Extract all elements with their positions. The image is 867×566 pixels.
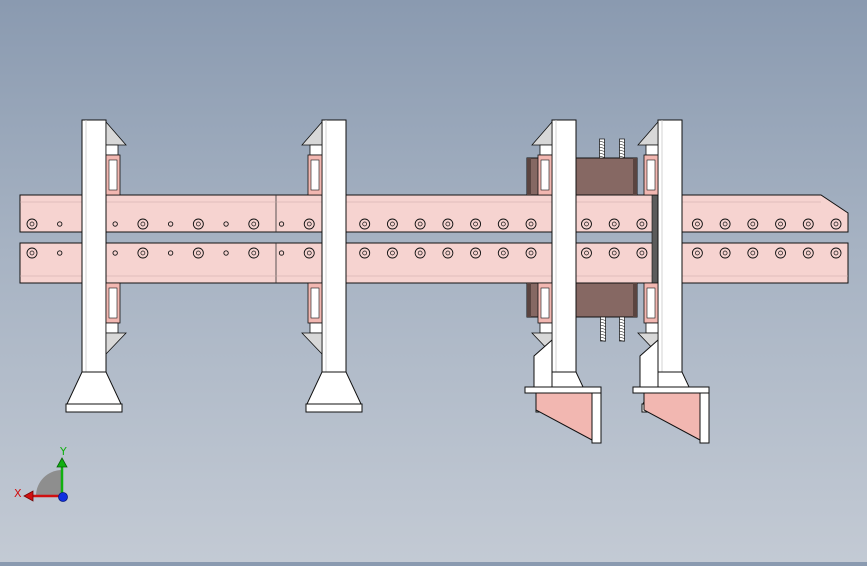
rail-hole — [691, 247, 703, 259]
column-shoulder — [533, 338, 553, 388]
rail-hole — [359, 247, 371, 259]
rail-hole — [608, 247, 620, 259]
rail-hole — [414, 247, 426, 259]
rail-hole — [192, 218, 204, 230]
rail-hole — [167, 250, 174, 256]
rail-hole — [167, 221, 174, 227]
rail-hole — [775, 247, 787, 259]
rail-hole — [248, 218, 260, 230]
rail-hole — [802, 218, 814, 230]
rail-hole — [26, 218, 38, 230]
rail-hole — [691, 218, 703, 230]
rail-hole — [830, 218, 842, 230]
rail-hole — [223, 250, 229, 256]
coordinate-triad-icon: Y X — [14, 445, 68, 502]
rail-hole — [747, 247, 759, 259]
rail-hole — [137, 247, 149, 259]
rail-hole — [636, 218, 648, 230]
rail-hole — [719, 247, 731, 259]
rail-hole — [525, 247, 537, 259]
rail-hole — [581, 218, 592, 230]
rail-hole — [747, 218, 759, 230]
rail-hole — [223, 221, 229, 227]
threaded-stud — [600, 316, 606, 342]
x-axis-label: X — [14, 487, 22, 500]
rail-hole — [581, 247, 592, 259]
rail-hole — [57, 221, 63, 227]
rail-hole — [278, 250, 285, 256]
rail-hole — [112, 250, 118, 256]
rail-hole — [802, 247, 814, 259]
rail-hole — [470, 247, 482, 259]
angled-foot-plate-1[interactable] — [524, 386, 602, 444]
support-columns — [65, 119, 699, 413]
rail-hole — [608, 218, 620, 230]
rail-hole — [525, 218, 537, 230]
y-axis-label: Y — [59, 445, 67, 458]
rail-hole — [470, 218, 482, 230]
rail-hole — [775, 218, 787, 230]
rail-hole — [830, 247, 842, 259]
rail-hole — [112, 221, 118, 227]
threaded-stud — [599, 138, 605, 159]
rail-hole — [442, 247, 454, 259]
angled-foot-plate-2[interactable] — [632, 386, 710, 444]
rail-hole — [719, 218, 731, 230]
rail-hole — [303, 218, 315, 230]
rail-hole — [303, 247, 315, 259]
center-divider — [651, 194, 659, 284]
rail-hole — [414, 218, 426, 230]
support-column[interactable] — [301, 119, 363, 413]
threaded-stud — [619, 138, 625, 159]
rail-hole — [359, 218, 371, 230]
rail-hole — [278, 221, 285, 227]
rail-hole — [57, 250, 63, 256]
lower-rail[interactable] — [19, 242, 849, 284]
rail-hole — [636, 247, 648, 259]
rail-hole — [137, 218, 149, 230]
threaded-stud — [619, 316, 625, 342]
rail-hole — [442, 218, 454, 230]
rail-hole — [192, 247, 204, 259]
rail-hole — [497, 218, 509, 230]
rail-hole — [386, 247, 398, 259]
support-column[interactable] — [65, 119, 127, 413]
upper-rail[interactable] — [19, 194, 849, 233]
rail-hole — [386, 218, 398, 230]
rail-hole — [248, 247, 260, 259]
rail-hole — [26, 247, 38, 259]
column-shoulder — [639, 338, 659, 388]
rail-hole — [497, 247, 509, 259]
